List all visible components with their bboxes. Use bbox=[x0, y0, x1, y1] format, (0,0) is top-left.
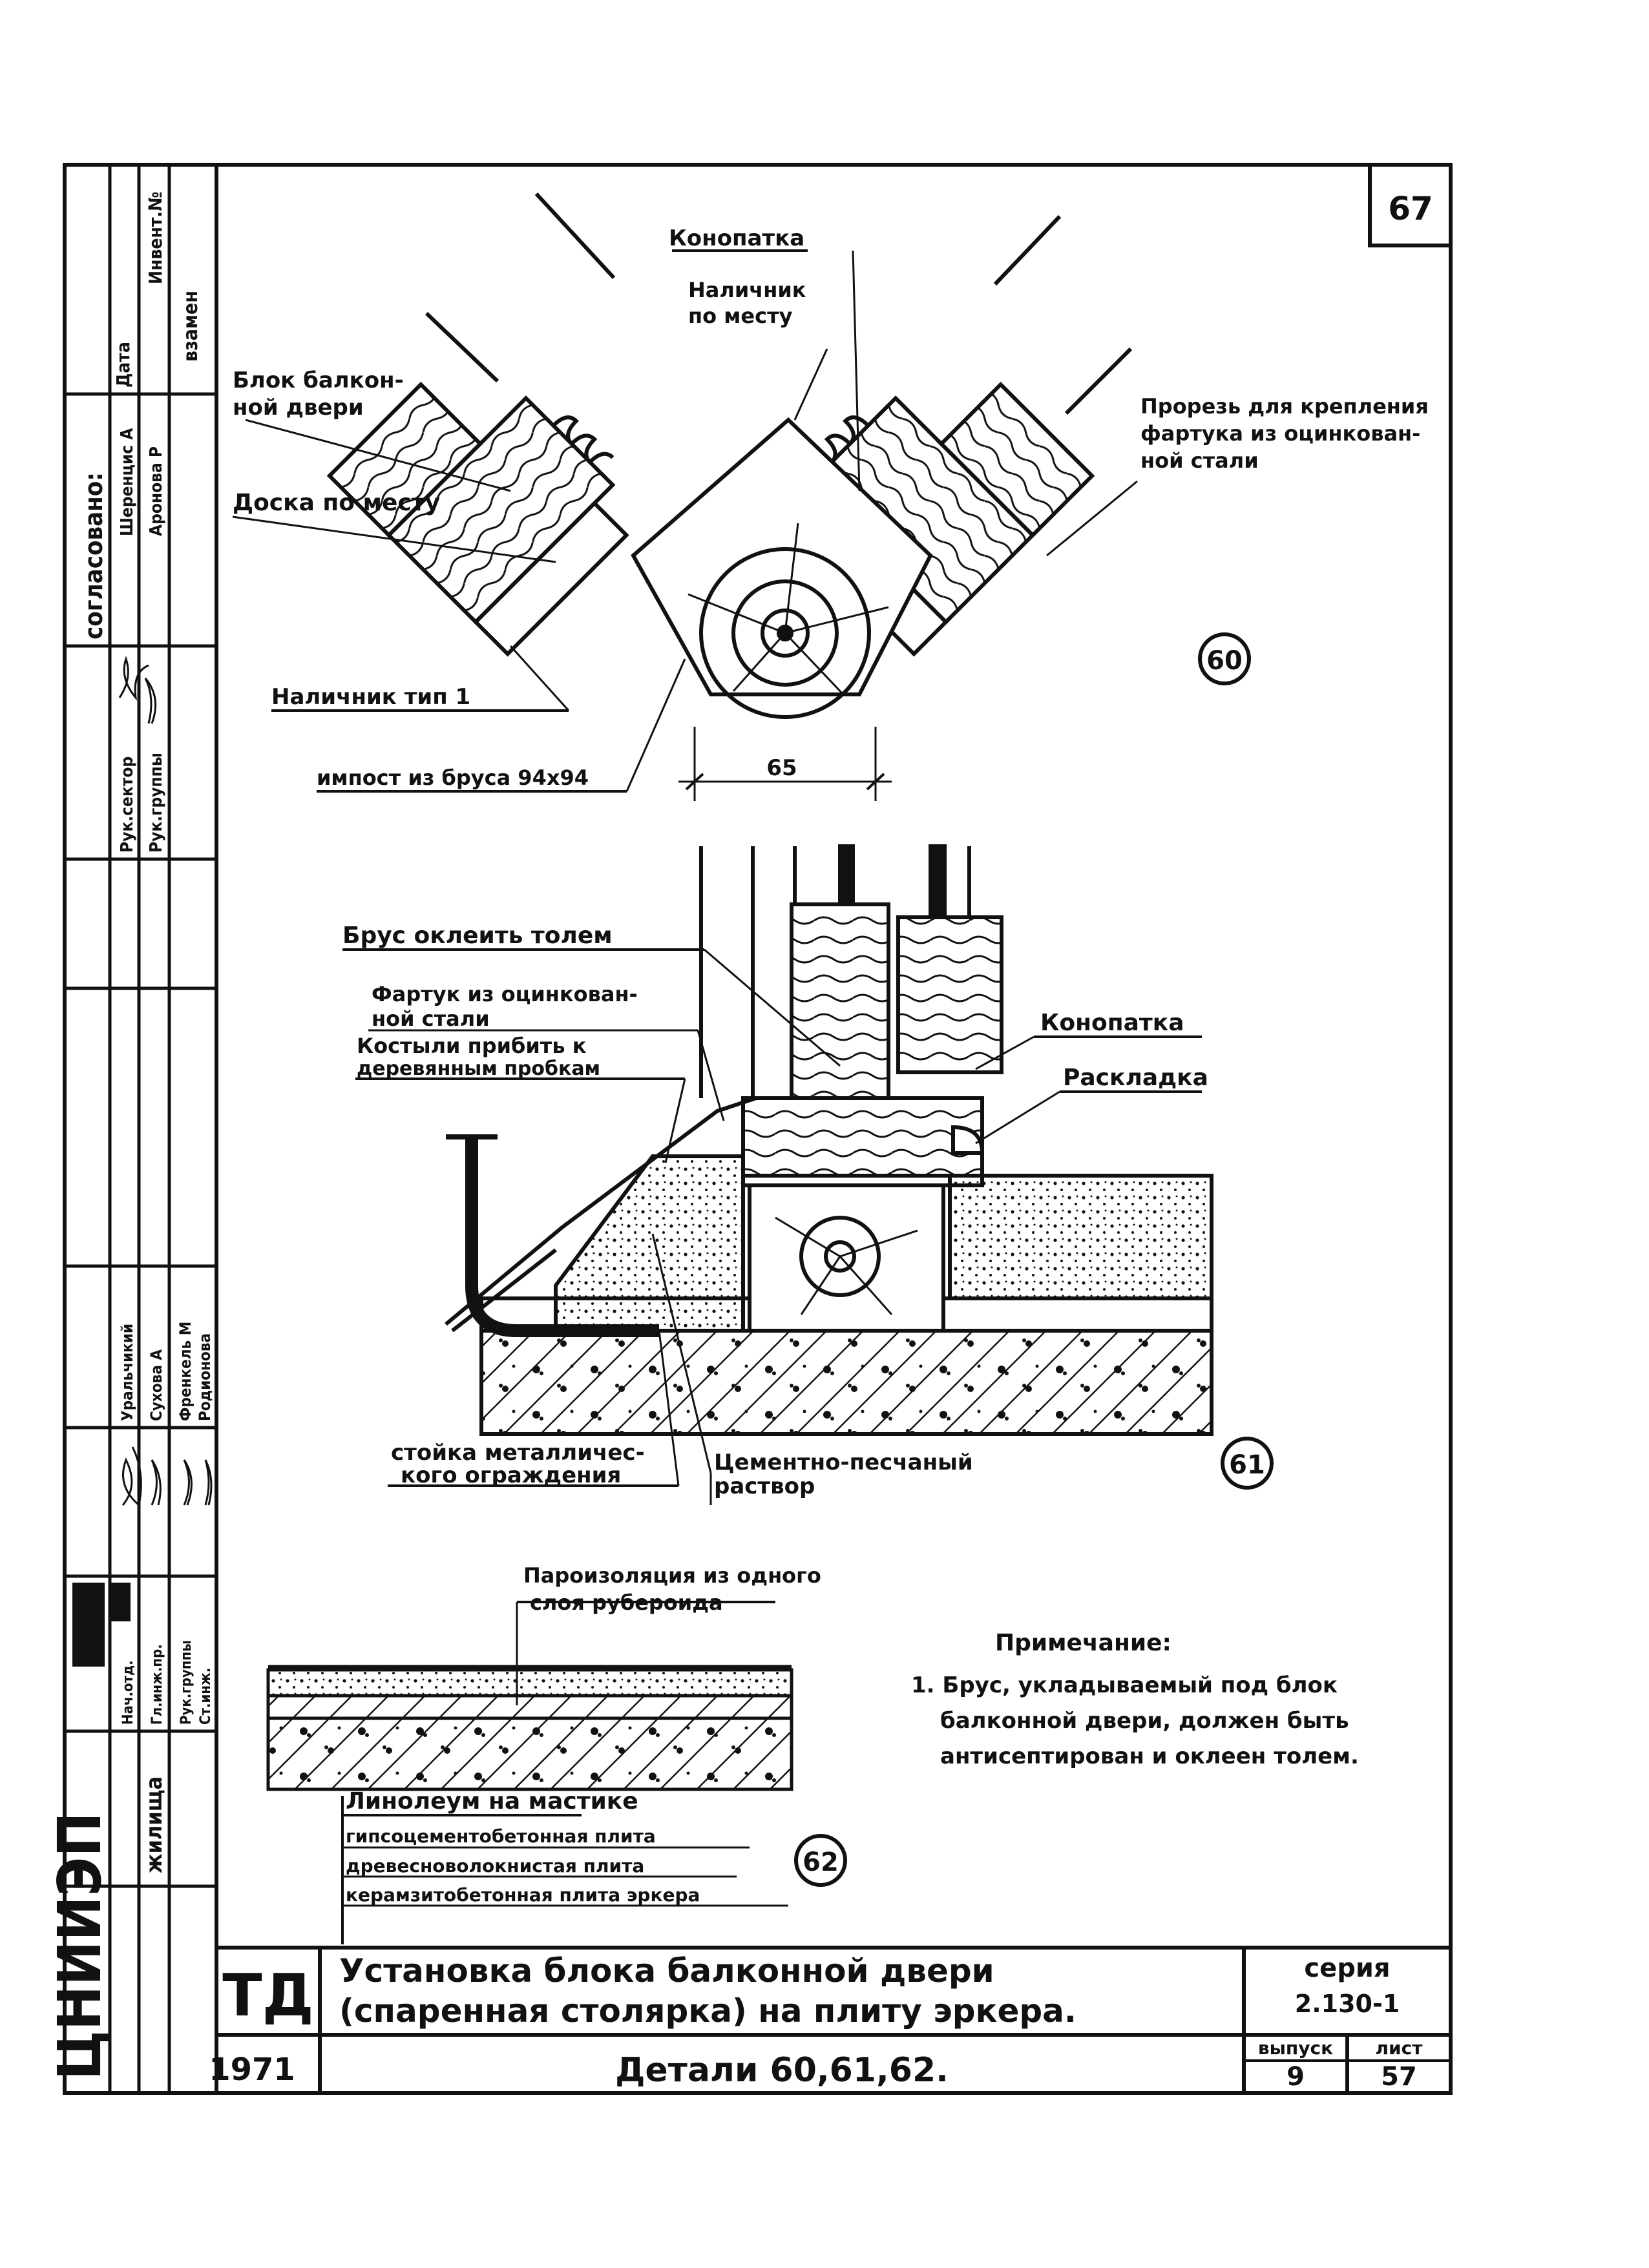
stamp-vzamen: взамен bbox=[180, 291, 202, 362]
detail-61-drawing bbox=[342, 844, 1213, 1505]
label-prorez-2: фартука из оцинкован- bbox=[1140, 421, 1420, 446]
label-impost: импост из бруса 94х94 bbox=[317, 765, 589, 790]
label-rastvor-2: раствор bbox=[714, 1473, 815, 1499]
label-fartuk-1: Фартук из оцинкован- bbox=[372, 982, 638, 1006]
label-keram: керамзитобетонная плита эркера bbox=[346, 1884, 700, 1906]
sheet-label: лист bbox=[1376, 2037, 1423, 2059]
label-paro-1: Пароизоляция из одного bbox=[523, 1563, 821, 1588]
stamp-role-1: Нач.отд. bbox=[120, 1660, 136, 1725]
label-gips: гипсоцементобетонная плита bbox=[346, 1826, 656, 1847]
year: 1971 bbox=[209, 2052, 295, 2088]
note: Примечание: 1. Брус, укладываемый под бл… bbox=[911, 1630, 1359, 1769]
stamp-group-head: Рук.группы bbox=[147, 753, 166, 853]
issue-value: 9 bbox=[1287, 2062, 1305, 2092]
stamp-name2: Аронова Р bbox=[147, 446, 166, 536]
detail-60-drawing bbox=[232, 192, 1138, 801]
detail-61-labels: Брус оклеить толем Фартук из оцинкован- … bbox=[342, 922, 1208, 1499]
dimension-65: 65 bbox=[766, 755, 797, 781]
label-blok-1: Блок балкон- bbox=[233, 368, 404, 393]
label-blok-2: ной двери bbox=[233, 395, 364, 421]
label-stoyka-2: кого ограждения bbox=[401, 1462, 621, 1488]
marker-62: 62 bbox=[794, 1834, 847, 1887]
label-rastvor-1: Цементно-песчаный bbox=[714, 1450, 973, 1475]
label-paro-2: слоя рубероида bbox=[530, 1590, 723, 1615]
label-kostyli-2: деревянным пробкам bbox=[357, 1057, 600, 1080]
issue-label: выпуск bbox=[1258, 2037, 1333, 2059]
label-nalichnik-60-1: Наличник bbox=[688, 278, 806, 302]
label-fartuk-2: ной стали bbox=[372, 1006, 490, 1031]
sheet-frame bbox=[63, 163, 1453, 2095]
label-stoyka-1: стойка металличес- bbox=[391, 1440, 645, 1466]
series-value: 2.130-1 bbox=[1295, 1990, 1400, 2018]
stamp-surname-3: Френкель М bbox=[176, 1322, 194, 1421]
stamp-role-3: Рук.группы bbox=[178, 1640, 194, 1725]
detail-62-labels: Пароизоляция из одного слоя рубероида Ли… bbox=[346, 1563, 821, 1906]
stamp-name1: Шеренцис А bbox=[118, 428, 137, 536]
stamp-org: ЦНИИЭП bbox=[45, 1812, 114, 2080]
note-line-2: балконной двери, должен быть bbox=[940, 1708, 1349, 1734]
stamp-agreed: согласовано: bbox=[79, 472, 108, 640]
marker-60: 60 bbox=[1198, 632, 1251, 685]
title-line-2: (спаренная столярка) на плиту эркера. bbox=[339, 1992, 1077, 2030]
title-line-1: Установка блока балконной двери bbox=[339, 1952, 994, 1990]
label-brus: Брус оклеить толем bbox=[342, 922, 613, 949]
stamp-org-sub: жилища bbox=[142, 1776, 167, 1873]
signatures bbox=[72, 656, 213, 1667]
side-stamp bbox=[65, 165, 216, 2093]
title-block bbox=[216, 1946, 1451, 2093]
label-konopatka-61: Конопатка bbox=[1040, 1010, 1184, 1036]
label-linoleum: Линолеум на мастике bbox=[346, 1788, 638, 1815]
stamp-surname-2: Сухова А bbox=[147, 1349, 165, 1421]
label-doska: Доска по месту bbox=[233, 490, 440, 516]
svg-text:60: 60 bbox=[1206, 646, 1243, 676]
detail-60-labels: Конопатка Наличник по месту Блок балкон-… bbox=[233, 225, 1429, 790]
page-number: 67 bbox=[1388, 190, 1433, 227]
label-kostyli-1: Костыли прибить к bbox=[357, 1034, 587, 1058]
note-line-1: 1. Брус, укладываемый под блок bbox=[911, 1672, 1338, 1698]
side-stamp-text: взамен Инвент.№ Дата согласовано: Шеренц… bbox=[45, 192, 214, 2080]
marker-61: 61 bbox=[1221, 1437, 1274, 1490]
note-line-3: антисептирован и оклеен толем. bbox=[940, 1743, 1359, 1769]
stamp-date: Дата bbox=[112, 342, 134, 388]
stamp-role-4: Ст.инж. bbox=[198, 1668, 214, 1725]
stamp-sector-head: Рук.сектор bbox=[118, 756, 137, 853]
detail-62-drawing bbox=[266, 1601, 793, 1944]
series-label: серия bbox=[1304, 1953, 1390, 1983]
td-mark: ТД bbox=[222, 1962, 314, 2030]
label-prorez-3: ной стали bbox=[1140, 448, 1259, 473]
stamp-inv: Инвент.№ bbox=[145, 192, 166, 284]
stamp-role-2: Гл.инж.пр. bbox=[149, 1644, 165, 1725]
label-dvp: древесноволокнистая плита bbox=[346, 1855, 644, 1877]
stamp-surname-1: Уральчикий bbox=[118, 1324, 136, 1421]
label-nalichnik-tip: Наличник тип 1 bbox=[271, 684, 470, 710]
label-nalichnik-60-2: по месту bbox=[688, 304, 793, 328]
sheet-value: 57 bbox=[1381, 2062, 1417, 2092]
note-title: Примечание: bbox=[995, 1630, 1171, 1656]
label-konopatka-60: Конопатка bbox=[669, 225, 804, 251]
label-raskladka: Раскладка bbox=[1063, 1065, 1208, 1091]
svg-text:62: 62 bbox=[803, 1847, 839, 1877]
label-prorez-1: Прорезь для крепления bbox=[1140, 394, 1429, 419]
stamp-surname-4: Родионова bbox=[196, 1333, 214, 1421]
svg-text:61: 61 bbox=[1229, 1450, 1265, 1480]
subtitle: Детали 60,61,62. bbox=[615, 2051, 949, 2090]
